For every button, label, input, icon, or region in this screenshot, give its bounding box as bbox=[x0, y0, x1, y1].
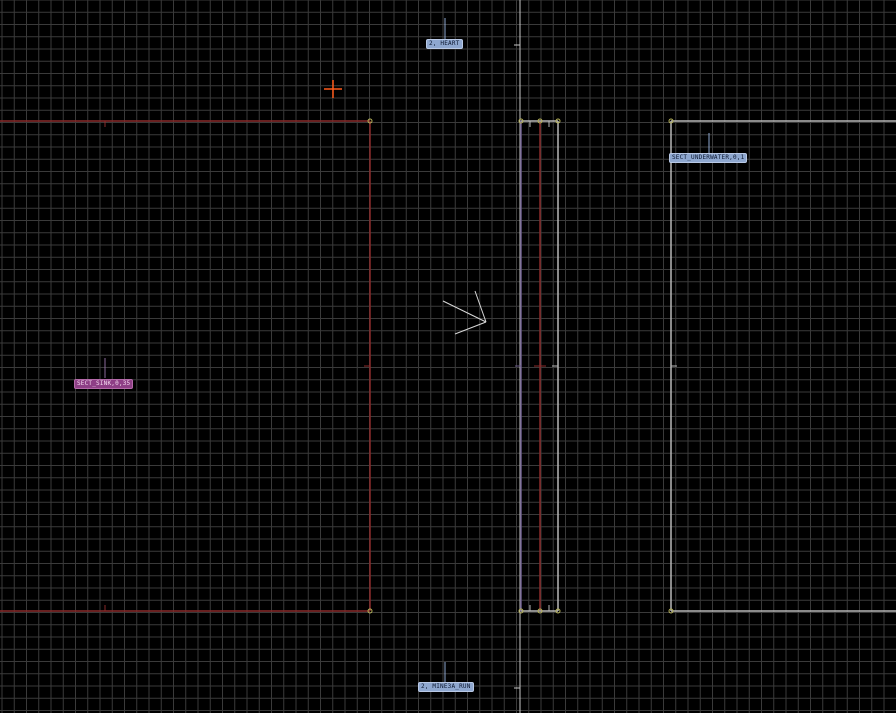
vertex[interactable] bbox=[537, 118, 543, 124]
crosshair-cursor-icon bbox=[324, 80, 342, 98]
vertex[interactable] bbox=[537, 608, 543, 614]
sector-underwater[interactable] bbox=[670, 120, 896, 612]
sector-strip[interactable] bbox=[515, 120, 559, 612]
sector-label-underwater[interactable]: SECT_UNDERWATER,0,1 bbox=[669, 153, 748, 163]
sector-sink[interactable] bbox=[0, 120, 371, 612]
vertex[interactable] bbox=[518, 118, 524, 124]
vertex[interactable] bbox=[668, 118, 674, 124]
vertex[interactable] bbox=[555, 608, 561, 614]
vertex[interactable] bbox=[367, 608, 373, 614]
vertices[interactable] bbox=[367, 118, 674, 614]
vertex[interactable] bbox=[518, 608, 524, 614]
thing-label-heart[interactable]: 2, HEART bbox=[426, 39, 463, 49]
sector-label-sink[interactable]: SECT_SINK,0,35 bbox=[74, 379, 134, 389]
vertex[interactable] bbox=[555, 118, 561, 124]
vertex[interactable] bbox=[367, 118, 373, 124]
thing-label-mine-run[interactable]: 2, MINE3A_RUN bbox=[418, 682, 474, 692]
player-start-arrow-icon[interactable] bbox=[442, 290, 487, 335]
vertex[interactable] bbox=[668, 608, 674, 614]
